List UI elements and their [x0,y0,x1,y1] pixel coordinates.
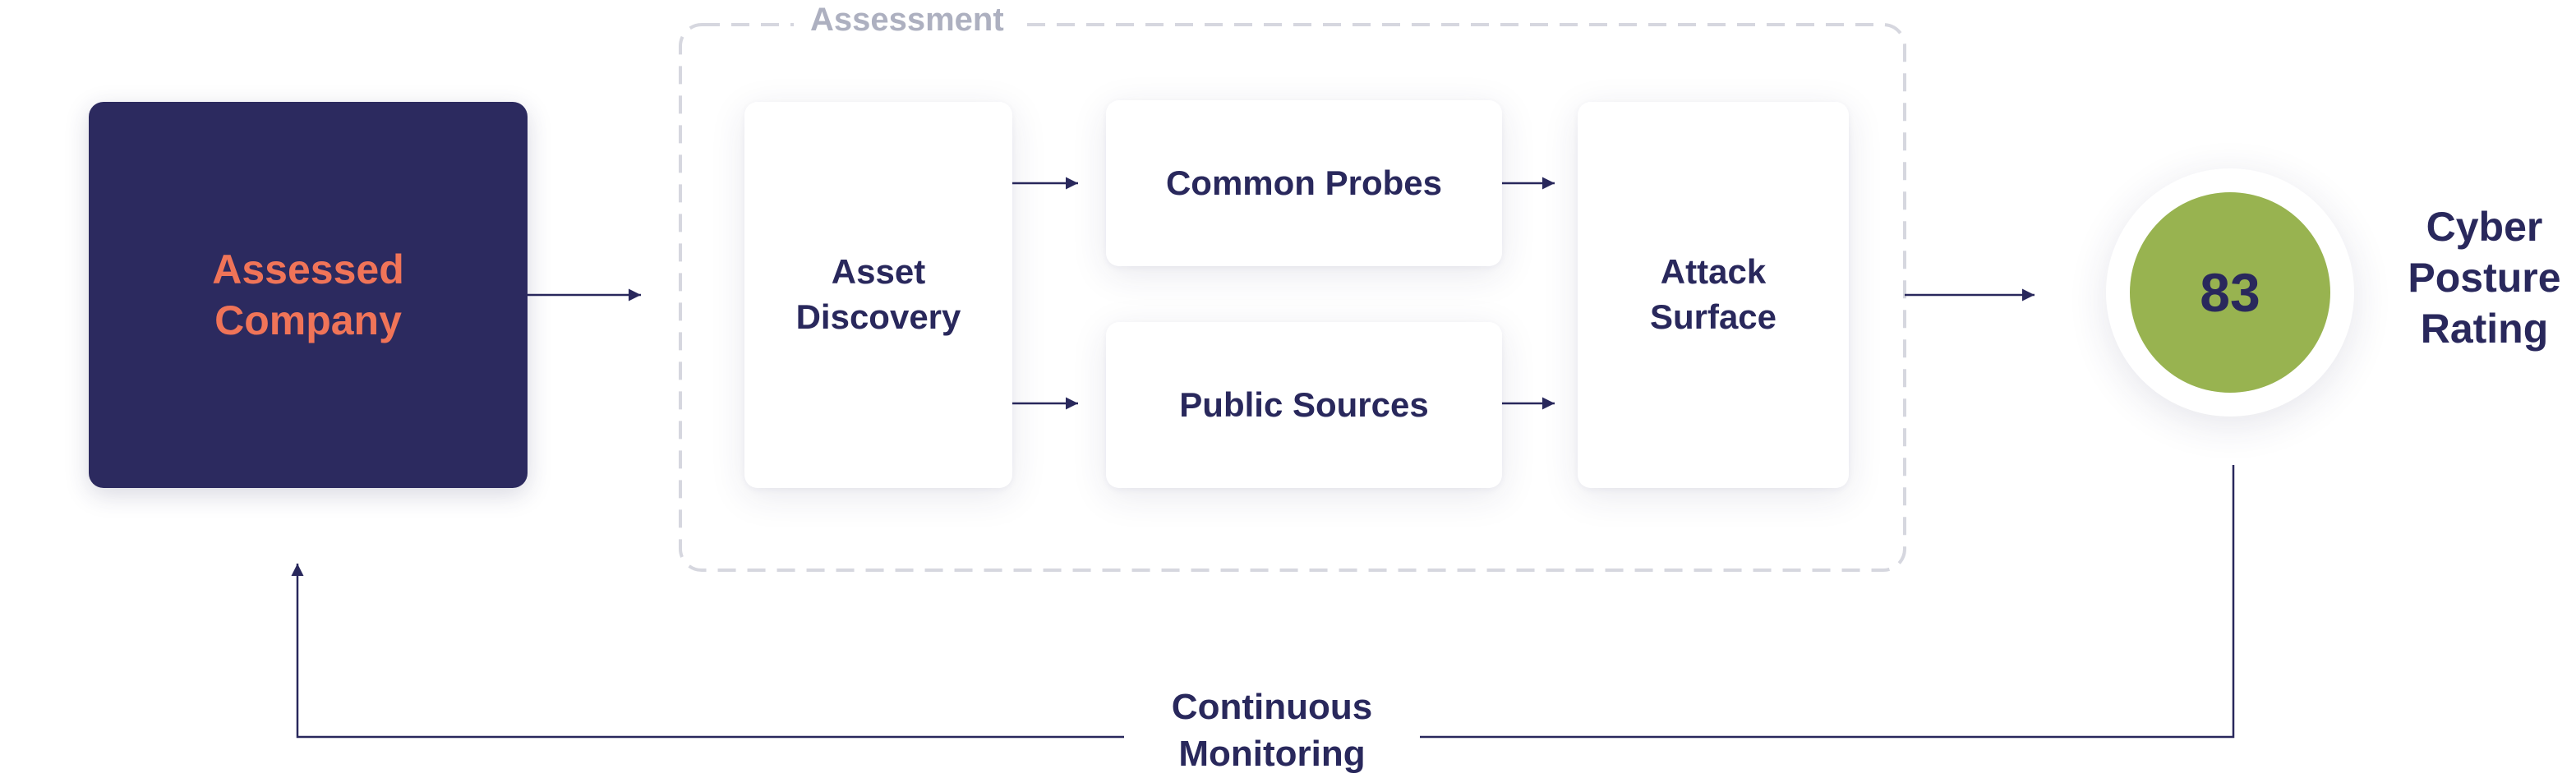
rating-score-value: 83 [2200,262,2260,323]
rating-label-line1: Cyber [2426,204,2543,250]
attack-surface-line2: Surface [1649,297,1777,336]
public-sources-label: Public Sources [1179,384,1429,424]
assessed-company-node: Assessed Company [89,102,528,488]
attack-surface-node: Attack Surface [1578,102,1849,488]
attack-surface-line1: Attack [1660,252,1767,292]
loop-label-line1: Continuous [1171,687,1373,727]
asset-discovery-line1: Asset [831,252,926,292]
common-probes-label: Common Probes [1165,163,1443,202]
asset-discovery-node: Asset Discovery [744,102,1012,488]
loop-label-line2: Monitoring [1178,734,1366,774]
rating-label-line3: Rating [2420,306,2549,352]
continuous-monitoring-label: Continuous Monitoring [1124,684,1420,777]
common-probes-node: Common Probes [1106,100,1502,266]
asset-discovery-line2: Discovery [795,297,961,336]
cyber-posture-rating-label: Cyber Posture Rating [2371,201,2576,354]
assessed-company-line2: Company [214,297,402,343]
public-sources-node: Public Sources [1106,322,1502,488]
assessed-company-line1: Assessed [212,246,404,292]
rating-label-line2: Posture [2408,255,2561,301]
assessment-group-label: Assessment [794,0,1021,39]
rating-score-circle: 83 [2130,192,2330,393]
assessment-group-border [679,23,1906,572]
